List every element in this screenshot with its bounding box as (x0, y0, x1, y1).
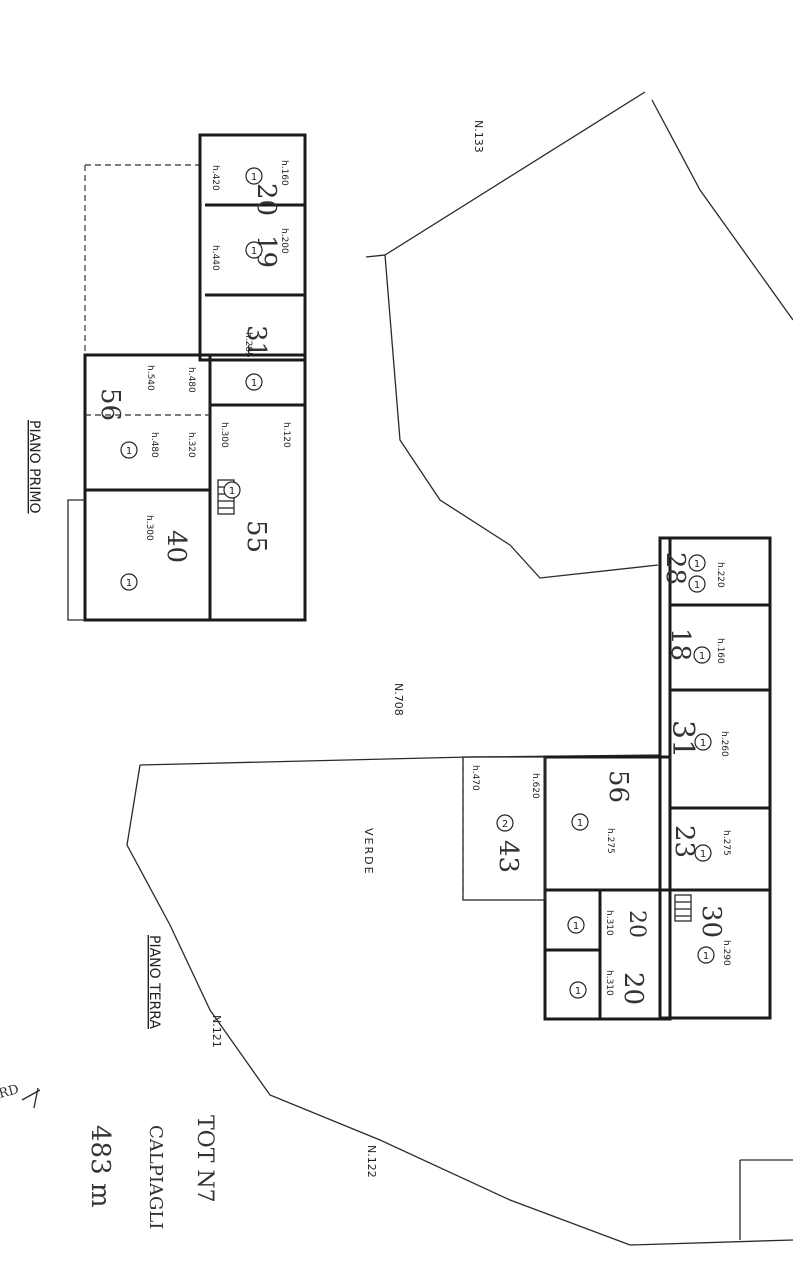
room-height: h.310 (604, 970, 614, 996)
room-area: 20 (251, 183, 281, 216)
room-width: h.420 (210, 165, 220, 191)
room-number: 1 (126, 446, 132, 457)
ground-floor-plan (462, 536, 772, 1021)
room-height: h.300 (144, 515, 154, 541)
room-number: 1 (126, 578, 132, 589)
first-floor-room-0: 20 1 h.160 h.420 (210, 160, 289, 216)
room-height: h.200 (279, 228, 289, 254)
total-label: TOT N7 (192, 1115, 217, 1203)
ground-floor-room-7: 20 1 h.310 (567, 910, 649, 938)
first-floor-room-2: 31 1 h.285 (241, 325, 271, 391)
piano-primo-label: PIANO PRIMO (26, 420, 42, 514)
room-area: 23 (669, 825, 699, 858)
room-number: 1 (251, 246, 257, 257)
room-area: 31 (665, 720, 700, 758)
room-number: 1 (575, 986, 581, 997)
first-floor-room-4: 55 1 h.120 h.300 (219, 422, 291, 553)
room-number: 1 (694, 559, 700, 570)
ground-floor-room-1: 18 1 h.160 (665, 628, 725, 664)
parcel-n121-label: N.121 (210, 1015, 223, 1048)
room-number: 1 (251, 378, 257, 389)
ground-floor-room-3: 23 1 h.275 (669, 825, 731, 862)
room-number: 1 (699, 651, 705, 662)
room-number-2: 1 (694, 580, 700, 591)
room-extra: h.320 (186, 432, 196, 458)
room-area: 28 (660, 552, 690, 585)
room-height: h.120 (281, 422, 291, 448)
room-area: 43 (493, 840, 523, 873)
parcel-n708-label: N.708 (392, 683, 405, 716)
room-area: 20 (618, 972, 648, 1005)
room-height: h.480 (186, 367, 196, 393)
parcel-n122-label: N.122 (365, 1145, 378, 1178)
room-number: 1 (700, 738, 706, 749)
room-area: 31 (241, 325, 271, 358)
parcel-n133-label: N.133 (472, 120, 485, 153)
ground-floor-room-8: 20 1 h.310 (569, 970, 648, 1005)
first-floor-room-3: 56 1 h.480 h.540 h.320 h.480 (95, 365, 196, 459)
margin-note: RD (0, 1082, 21, 1102)
ground-floor-room-6: 43 2 h.620 h.470 (470, 765, 540, 873)
room-extra2: h.480 (149, 432, 159, 458)
room-area: 55 (241, 520, 271, 553)
room-number: 1 (577, 818, 583, 829)
room-height: h.275 (721, 830, 731, 856)
first-floor-room-1: 19 1 h.200 h.440 (210, 228, 289, 271)
ground-floor-room-0: 28 1 1 h.220 (660, 552, 725, 593)
room-height: h.275 (605, 828, 615, 854)
ground-floor-room-5: 56 1 h.275 (571, 770, 633, 854)
room-extra: h.470 (470, 765, 480, 791)
room-height: h.620 (530, 773, 540, 799)
total-area-label: 483 m (85, 1125, 115, 1208)
piano-terra-label: PIANO TERRA (146, 935, 162, 1029)
room-number: 1 (229, 486, 235, 497)
room-area: 20 (624, 910, 649, 938)
room-width: h.540 (145, 365, 155, 391)
room-number: 1 (700, 849, 706, 860)
room-number: 1 (251, 172, 257, 183)
room-height: h.290 (721, 940, 731, 966)
room-area: 40 (161, 530, 191, 563)
room-area: 18 (665, 628, 695, 661)
room-number: 1 (573, 921, 579, 932)
room-height: h.160 (715, 638, 725, 664)
ground-floor-room-2: 31 1 h.260 (665, 720, 729, 758)
ground-floor-room-4: 30 1 h.290 (696, 905, 731, 966)
room-height: h.260 (719, 731, 729, 757)
first-floor-room-5: 40 1 h.300 (120, 515, 191, 591)
room-height: h.160 (279, 160, 289, 186)
verde-label: VERDE (362, 828, 375, 876)
room-extra: h.300 (219, 422, 229, 448)
room-height: h.285 (243, 332, 253, 358)
first-floor-plan (67, 133, 307, 622)
room-area: 30 (696, 905, 726, 938)
calpiagli-label: CALPIAGLI (145, 1125, 166, 1229)
room-area: 56 (603, 770, 633, 803)
room-area: 56 (95, 388, 125, 421)
room-number: 2 (502, 819, 508, 830)
parcel-boundaries (126, 91, 793, 1246)
room-number: 1 (703, 951, 709, 962)
room-height: h.220 (715, 562, 725, 588)
room-height: h.310 (604, 910, 614, 936)
room-width: h.440 (210, 245, 220, 271)
